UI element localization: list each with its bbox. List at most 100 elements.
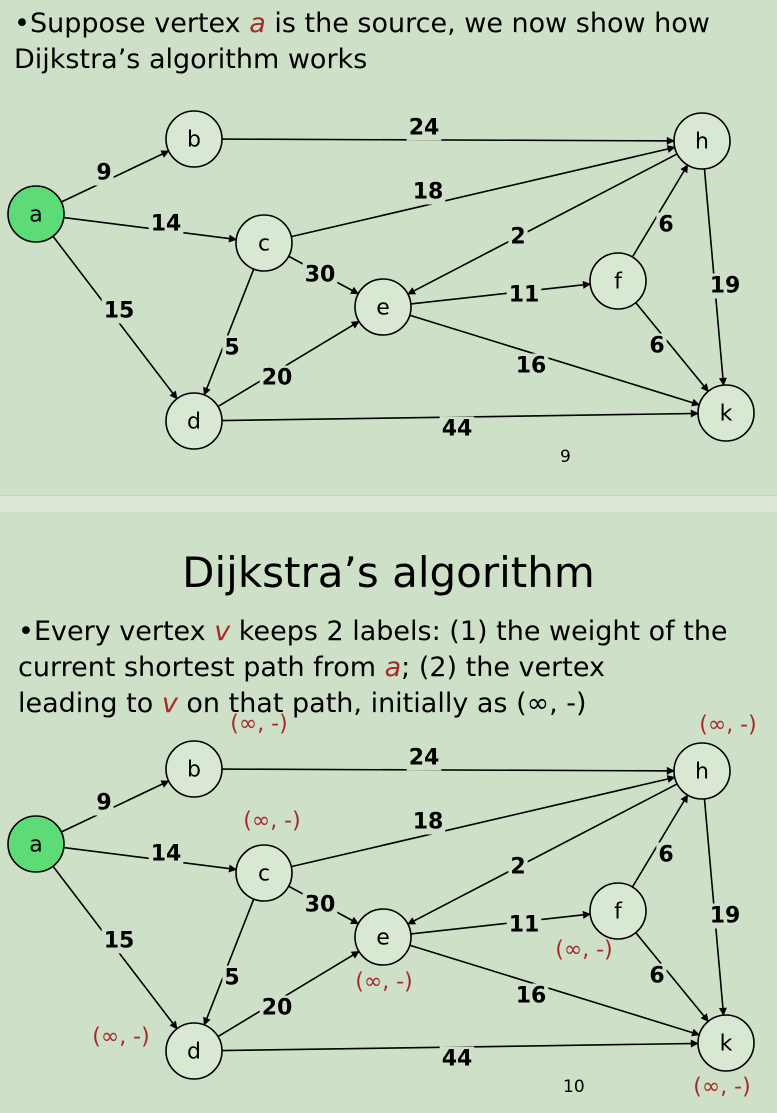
distance-label-f: (∞, -)	[555, 938, 612, 963]
edge-weight-e-k: 16	[516, 354, 547, 379]
vertex-d	[165, 1022, 223, 1080]
edge-h-e	[407, 153, 678, 295]
edge-f-k	[635, 302, 709, 392]
vertex-k	[697, 1014, 755, 1072]
edge-weight-background	[259, 995, 295, 1021]
edge-weight-b-h: 24	[409, 746, 440, 771]
vertex-k	[697, 384, 755, 442]
vertex-a	[7, 815, 65, 873]
page-number: 10	[563, 1077, 585, 1097]
vertex-label-d: d	[187, 1040, 201, 1065]
edge-weight-e-f: 11	[509, 913, 540, 938]
edge-weight-c-e: 30	[305, 263, 336, 288]
edge-b-h	[221, 766, 675, 775]
page-number: 9	[560, 447, 571, 467]
edge-weight-d-e: 20	[262, 996, 293, 1021]
slide-9: •Suppose vertex a is the source, we now …	[0, 0, 777, 495]
vertex-label-f: f	[614, 900, 623, 925]
edge-weight-c-d: 5	[224, 966, 239, 991]
edge-f-h	[631, 794, 689, 888]
vertex-b	[165, 110, 223, 168]
vertex-label-f: f	[614, 270, 623, 295]
edge-weight-h-k: 19	[710, 274, 741, 299]
edge-weight-background	[707, 273, 743, 299]
edge-weight-background	[302, 262, 338, 288]
edge-f-k	[635, 932, 709, 1022]
vertex-b	[165, 740, 223, 798]
edge-weight-background	[302, 892, 338, 918]
edge-weight-background	[439, 1046, 475, 1072]
edge-f-h	[631, 164, 689, 258]
edge-weight-c-h: 18	[413, 180, 444, 205]
edge-d-e	[217, 950, 360, 1038]
edge-weight-background	[506, 282, 542, 308]
edge-weight-a-d: 15	[104, 299, 135, 324]
slide1-text-line1: •Suppose vertex a is the source, we now …	[14, 8, 710, 39]
edge-e-f	[410, 910, 591, 935]
vertex-c	[235, 214, 293, 272]
distance-label-e: (∞, -)	[355, 970, 412, 995]
vertex-h	[673, 742, 731, 800]
distance-label-k: (∞, -)	[693, 1075, 750, 1100]
vertex-d	[165, 392, 223, 450]
edge-weight-background	[506, 912, 542, 938]
slide-10: Dijkstra’s algorithm •Every vertex v kee…	[0, 512, 777, 1113]
edge-weight-background	[647, 333, 667, 359]
slide2-text-line3: leading to v on that path, initially as …	[18, 688, 587, 719]
edge-weight-background	[656, 212, 676, 238]
vertex-label-a: a	[29, 203, 42, 228]
vertex-label-b: b	[187, 758, 201, 783]
vertex-a	[7, 185, 65, 243]
vertex-label-e: e	[376, 296, 390, 321]
edge-weight-d-e: 20	[262, 366, 293, 391]
vertex-e	[354, 908, 412, 966]
distance-label-b: (∞, -)	[230, 712, 287, 737]
edge-weight-f-h: 6	[658, 213, 673, 238]
edge-weight-e-f: 11	[509, 283, 540, 308]
vertex-c	[235, 844, 293, 902]
edge-c-h	[291, 775, 676, 868]
edge-weight-background	[222, 965, 242, 991]
source-variable: a	[249, 8, 266, 39]
edge-weight-background	[259, 365, 295, 391]
edge-a-b	[60, 150, 170, 203]
vertex-label-c: c	[258, 232, 270, 257]
edge-weight-background	[222, 335, 242, 361]
vertex-f	[589, 252, 647, 310]
edge-weight-background	[439, 416, 475, 442]
distance-label-c: (∞, -)	[243, 809, 300, 834]
edge-weight-background	[94, 790, 114, 816]
edge-weight-background	[94, 160, 114, 186]
edge-h-e	[407, 783, 678, 925]
edge-weight-d-k: 44	[442, 417, 473, 442]
vertex-label-b: b	[187, 128, 201, 153]
edge-d-e	[217, 320, 360, 408]
edge-weight-background	[707, 903, 743, 929]
edge-weight-f-h: 6	[658, 843, 673, 868]
edge-weight-a-c: 14	[151, 212, 182, 237]
edge-weight-background	[406, 745, 442, 771]
slide2-text-line2: current shortest path from a; (2) the ve…	[18, 652, 605, 683]
edge-weight-a-c: 14	[151, 842, 182, 867]
edge-weight-h-k: 19	[710, 904, 741, 929]
edge-e-k	[409, 944, 701, 1037]
edge-weight-background	[406, 115, 442, 141]
slide2-text-line1: •Every vertex v keeps 2 labels: (1) the …	[18, 616, 728, 647]
vertex-label-a: a	[29, 833, 42, 858]
vertex-label-h: h	[695, 130, 709, 155]
vertex-e	[354, 278, 412, 336]
vertex-label-k: k	[720, 1032, 733, 1057]
edge-weight-h-e: 2	[510, 225, 525, 250]
edge-weight-background	[410, 179, 446, 205]
distance-label-h: (∞, -)	[699, 713, 756, 738]
slide1-text-line2: Dijkstra’s algorithm works	[14, 44, 368, 75]
distance-label-d: (∞, -)	[92, 1025, 149, 1050]
edge-weight-background	[101, 298, 137, 324]
edge-weight-background	[508, 854, 528, 880]
edge-weight-background	[148, 841, 184, 867]
vertex-label-e: e	[376, 926, 390, 951]
edge-weight-background	[101, 928, 137, 954]
edge-c-d	[203, 268, 255, 396]
